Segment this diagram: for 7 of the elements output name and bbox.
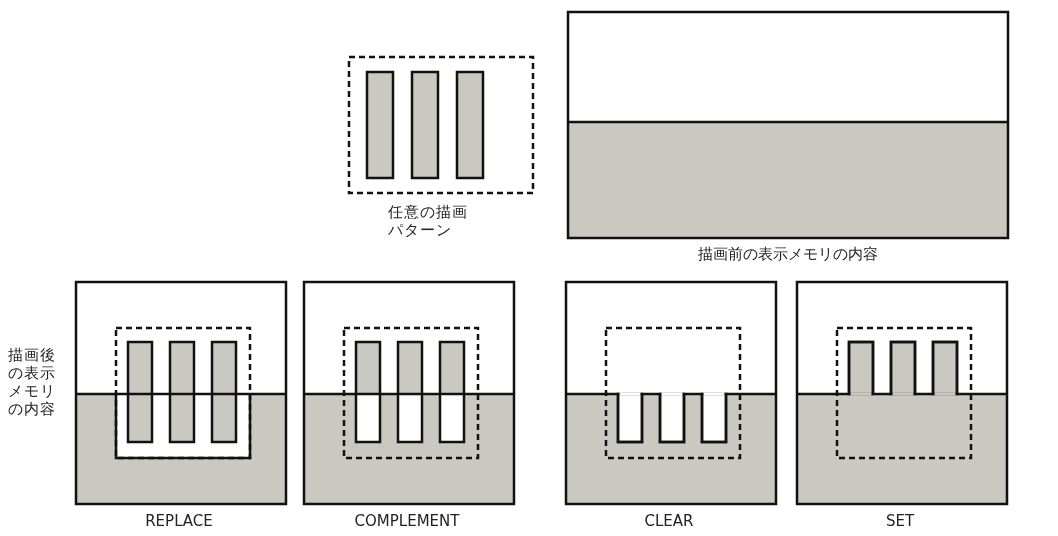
mode-label: CLEAR <box>643 512 695 530</box>
caption: 描画後の表示メモリの内容 <box>8 346 57 418</box>
mode-label: COMPLEMENT <box>353 512 461 530</box>
mode-label: SET <box>884 512 916 530</box>
caption: 任意の描画パターン <box>388 203 469 239</box>
caption: 描画前の表示メモリの内容 <box>697 245 879 263</box>
mode-label: REPLACE <box>144 512 214 530</box>
